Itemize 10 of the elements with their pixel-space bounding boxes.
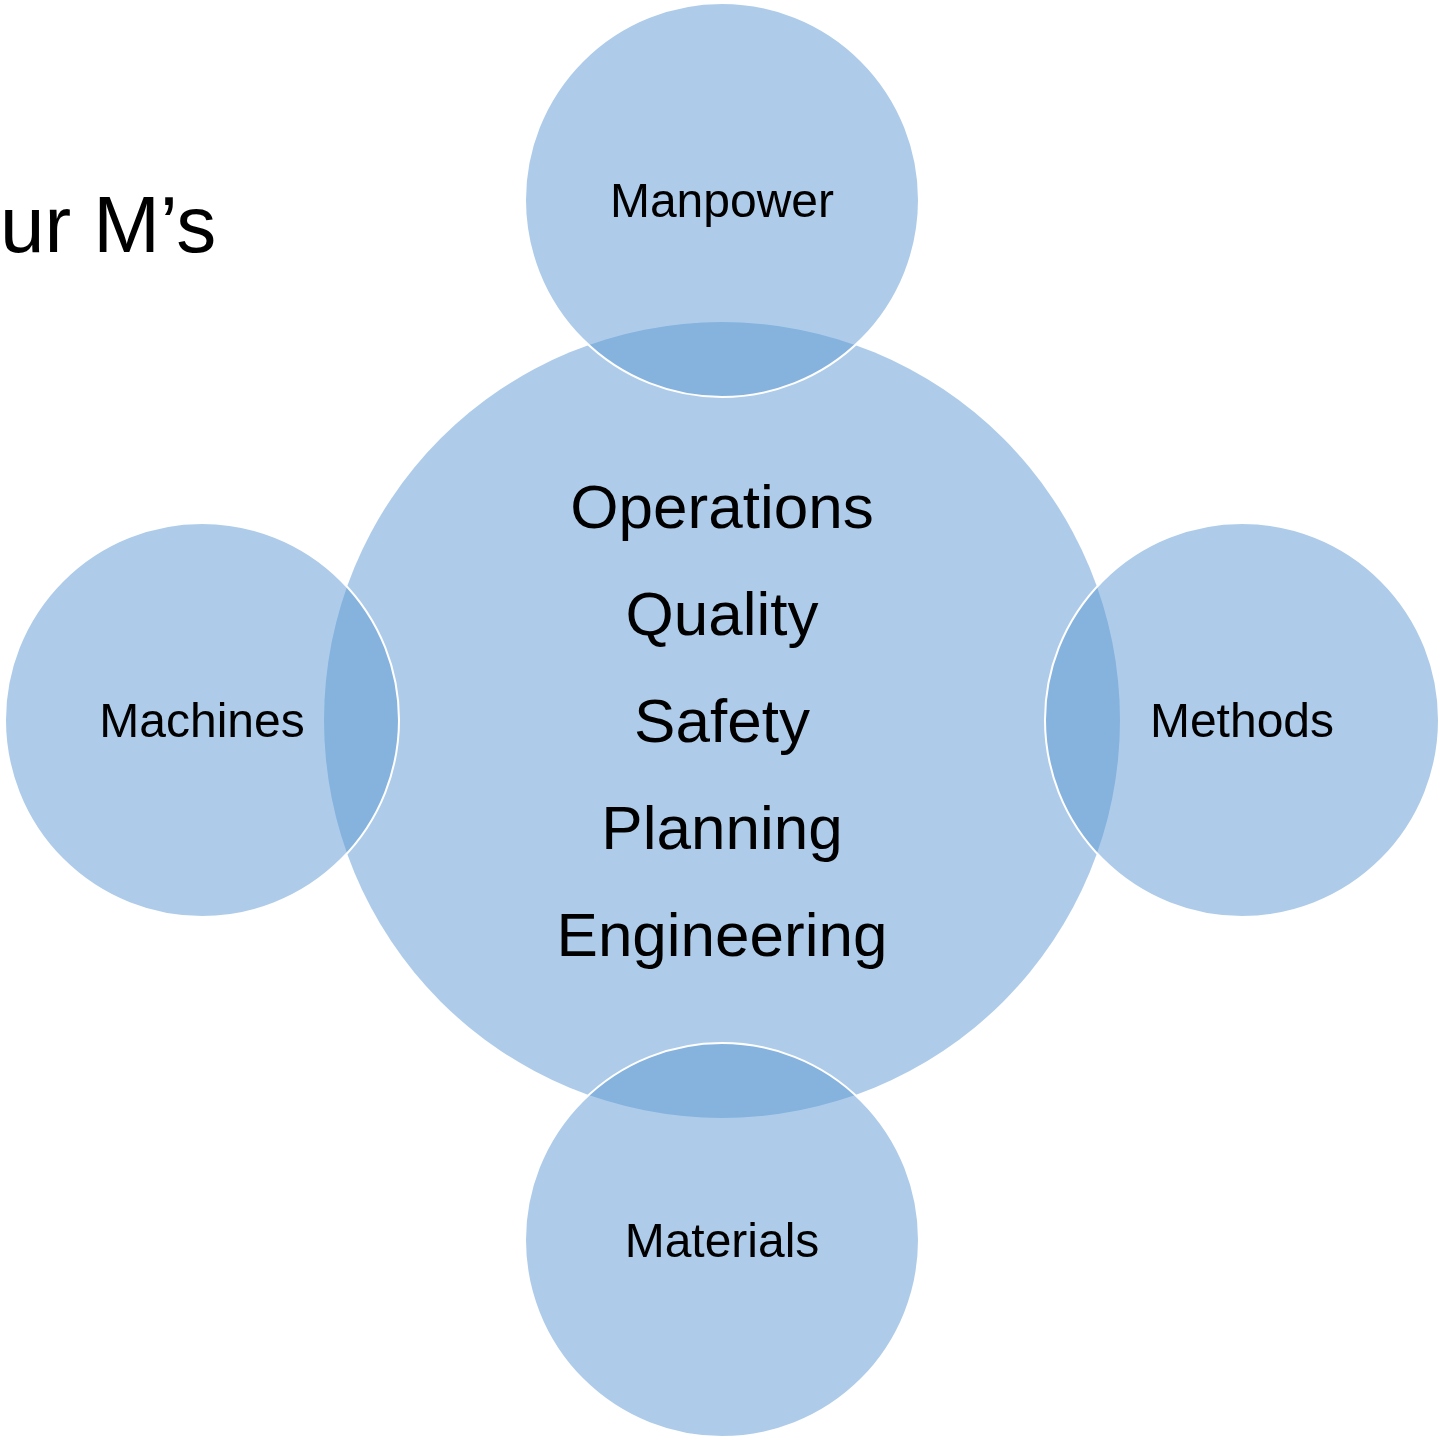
focus-area-label: Safety bbox=[634, 684, 810, 757]
category-label: Materials bbox=[624, 1212, 820, 1268]
focus-area-label: Quality bbox=[625, 577, 819, 650]
focus-area-label: Operations bbox=[570, 470, 874, 543]
category-label: Manpower bbox=[609, 172, 835, 228]
focus-area-label: Planning bbox=[601, 791, 843, 864]
category-label: Methods bbox=[1149, 692, 1335, 748]
category-label: Machines bbox=[99, 692, 305, 748]
focus-area-label: Engineering bbox=[556, 898, 888, 971]
slide-title: ur M’s bbox=[0, 185, 217, 265]
